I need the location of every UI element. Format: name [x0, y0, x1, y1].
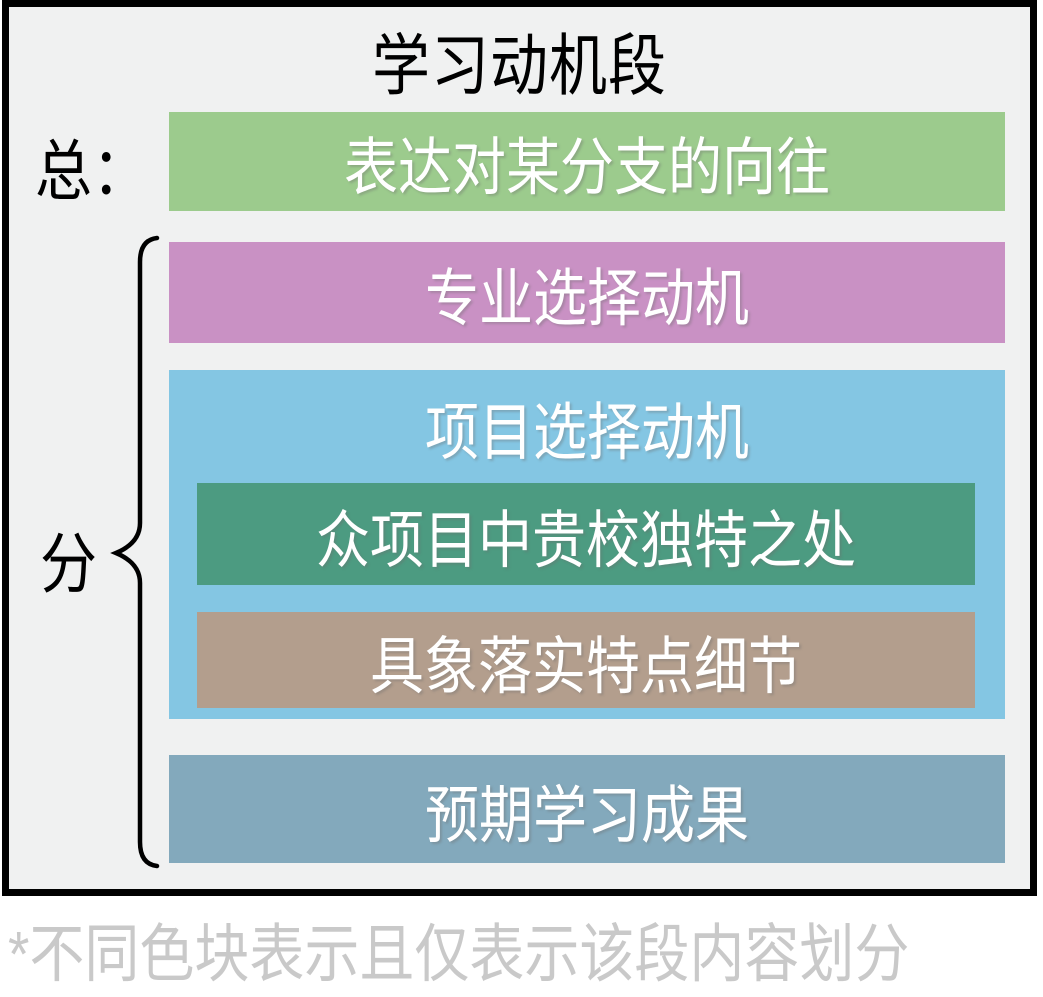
footnote: *不同色块表示且仅表示该段内容划分 [8, 908, 1038, 990]
bar-major-choice-motivation: 专业选择动机 [169, 242, 1005, 343]
label-specifics: 分 [40, 518, 97, 602]
bar-major-choice-motivation-label: 专业选择动机 [425, 264, 749, 334]
bar-school-uniqueness-label: 众项目中贵校独特之处 [316, 505, 856, 576]
bar-concrete-details-label: 具象落实特点细节 [370, 631, 802, 702]
diagram-title-text: 学习动机段 [371, 28, 667, 105]
bar-concrete-details: 具象落实特点细节 [197, 612, 975, 708]
bar-branch-aspiration-label: 表达对某分支的向往 [344, 133, 830, 203]
bar-school-uniqueness: 众项目中贵校独特之处 [197, 483, 975, 585]
bar-program-choice-motivation-label: 项目选择动机 [425, 397, 749, 468]
label-general: 总： [35, 125, 149, 209]
diagram-title: 学习动机段 [2, 18, 1037, 104]
brace-icon [110, 235, 160, 869]
bar-program-choice-motivation-header: 项目选择动机 [169, 370, 1005, 482]
footnote-text: *不同色块表示且仅表示该段内容划分 [8, 917, 910, 990]
label-general-text: 总： [35, 134, 149, 209]
label-specifics-text: 分 [40, 527, 97, 602]
bar-branch-aspiration: 表达对某分支的向往 [169, 112, 1005, 211]
bar-expected-learning-outcome: 预期学习成果 [169, 755, 1005, 863]
bar-expected-learning-outcome-label: 预期学习成果 [425, 780, 749, 851]
